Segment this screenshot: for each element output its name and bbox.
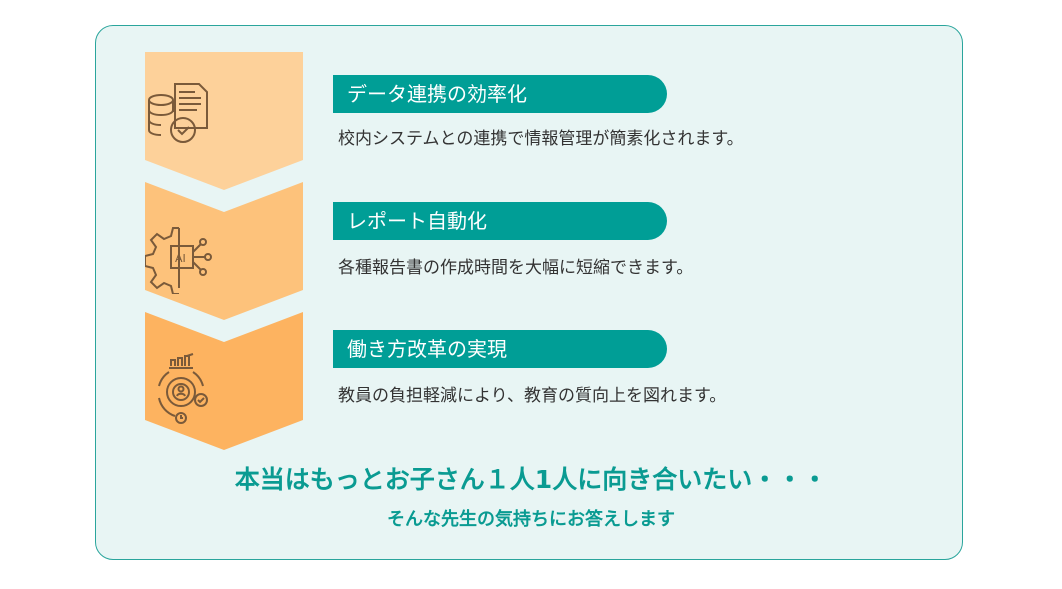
step-2-title: レポート自動化 [333, 202, 667, 240]
step-1-description: 校内システムとの連携で情報管理が簡素化されます。 [338, 129, 744, 149]
step-1-title: データ連携の効率化 [333, 75, 667, 113]
workflow-gear-person-icon [158, 353, 208, 424]
step-3-chevron [145, 312, 303, 452]
step-3-title: 働き方改革の実現 [333, 330, 667, 368]
ai-gear-circuit-icon: AI [145, 227, 212, 294]
step-2-description: 各種報告書の作成時間を大幅に短縮できます。 [338, 258, 694, 278]
step-2-chevron: AI [145, 182, 303, 322]
sub-tagline: そんな先生の気持ちにお答えします [387, 509, 675, 530]
tagline: 本当はもっとお子さん１人1人に向き合いたい・・・ [234, 465, 828, 494]
step-3-description: 教員の負担軽減により、教育の質向上を図れます。 [338, 386, 727, 406]
database-document-gear-icon [148, 83, 208, 143]
svg-text:AI: AI [175, 252, 186, 265]
step-1-chevron [145, 52, 303, 192]
